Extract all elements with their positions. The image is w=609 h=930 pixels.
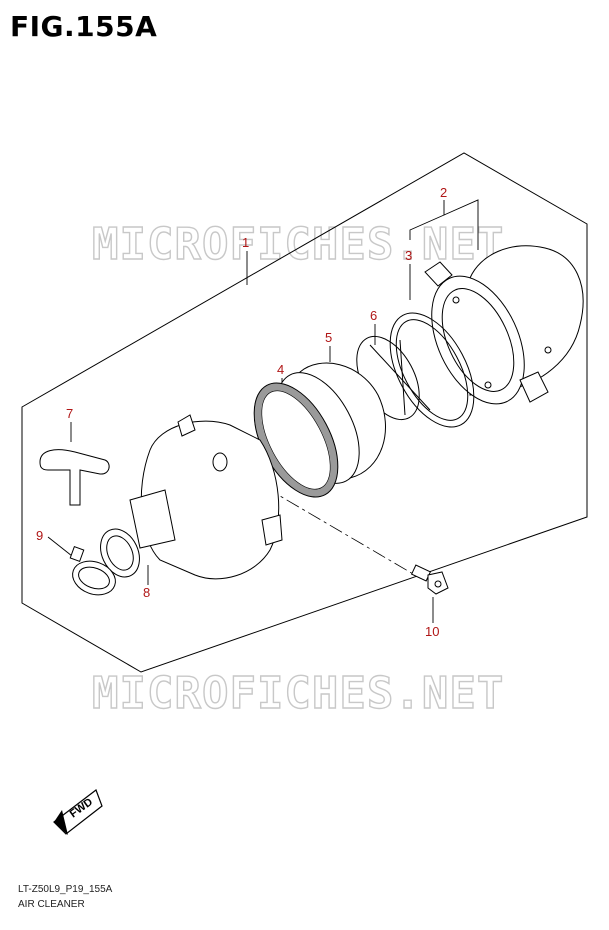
hose-clamp <box>69 546 116 596</box>
watermark-top: MICROFICHES.NET <box>92 219 504 270</box>
leader-2 <box>409 200 445 240</box>
assembly-frame <box>21 152 588 673</box>
fwd-arrow-icon: FWD <box>53 789 103 835</box>
callout-10: 10 <box>425 624 439 639</box>
callout-1: 1 <box>242 235 249 250</box>
callout-2: 2 <box>440 185 447 200</box>
callout-6: 6 <box>370 308 377 323</box>
diagram-name: AIR CLEANER <box>18 899 85 910</box>
cover-cap <box>424 245 584 405</box>
leader-9 <box>47 536 73 557</box>
callout-3: 3 <box>405 248 412 263</box>
element-holder <box>356 312 475 428</box>
callout-9: 9 <box>36 528 43 543</box>
drain-hose <box>39 449 110 506</box>
diagram-code: LT-Z50L9_P19_155A <box>18 884 113 895</box>
air-cleaner-case <box>129 414 283 580</box>
callout-7: 7 <box>66 406 73 421</box>
callout-4: 4 <box>277 362 284 377</box>
callout-5: 5 <box>325 330 332 345</box>
watermark-bottom: MICROFICHES.NET <box>92 668 504 719</box>
bolt <box>410 564 449 595</box>
outlet-seal <box>100 528 140 578</box>
callout-8: 8 <box>143 585 150 600</box>
figure-title: FIG.155A <box>10 10 158 43</box>
leader-2b <box>443 199 479 250</box>
